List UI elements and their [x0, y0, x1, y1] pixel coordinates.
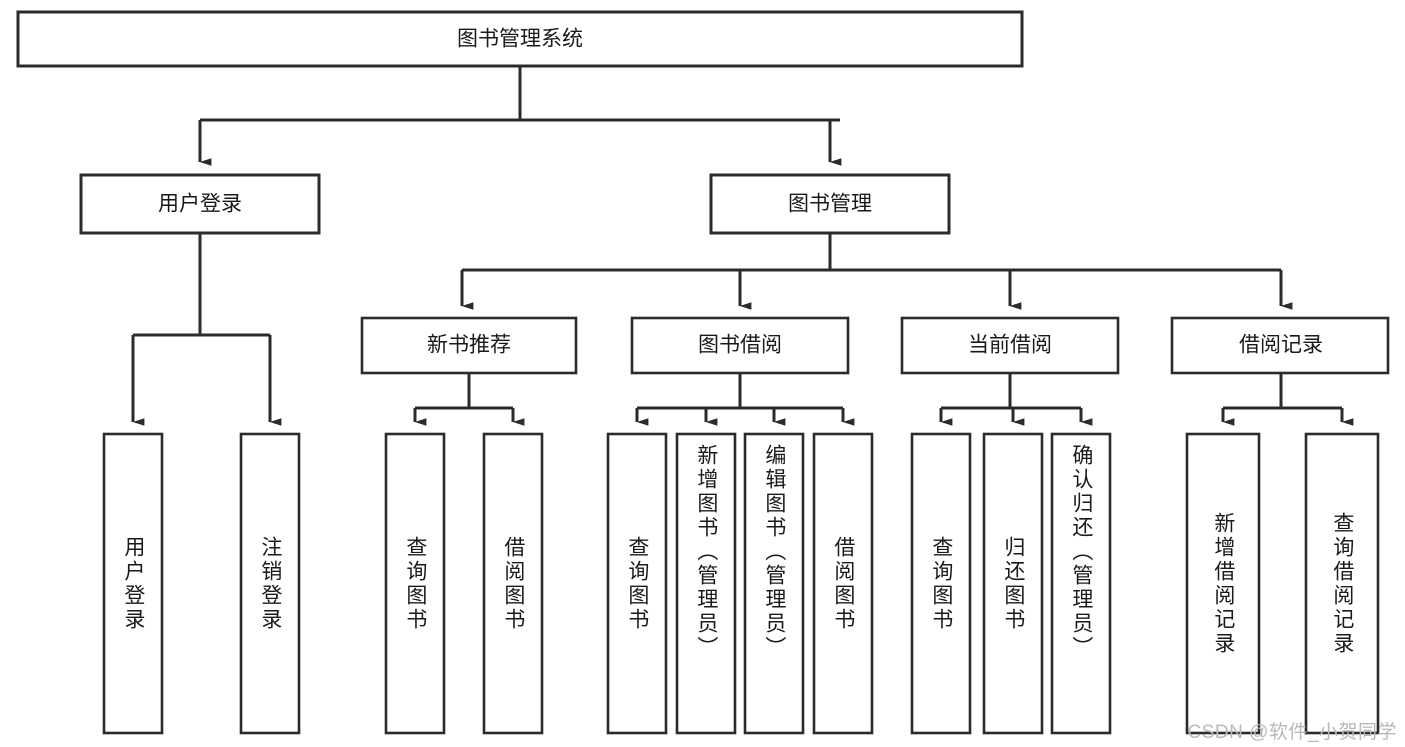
- connector-group-root: [198, 66, 842, 166]
- node-book-borrow-box[interactable]: [630, 316, 850, 375]
- node-user-login-box[interactable]: [79, 173, 321, 235]
- connector-group-new-book-recommend: [413, 373, 525, 426]
- leaf-box-query-record[interactable]: [1304, 432, 1380, 735]
- leaf-box-add-book[interactable]: [675, 432, 737, 735]
- node-borrow-record-label: 借阅记录: [1239, 334, 1323, 357]
- node-root-box[interactable]: [16, 10, 1024, 68]
- node-current-borrow-label: 当前借阅: [968, 334, 1052, 357]
- leaf-box-return-book[interactable]: [982, 432, 1044, 735]
- connector-group-current-borrow: [939, 373, 1093, 426]
- node-current-borrow-box[interactable]: [900, 316, 1120, 375]
- node-book-management-label: 图书管理: [788, 193, 872, 216]
- node-borrow-record-box[interactable]: [1170, 316, 1390, 375]
- node-current-borrow[interactable]: 当前借阅: [900, 316, 1120, 375]
- leaf-box-edit-book[interactable]: [743, 432, 805, 735]
- node-book-borrow-label: 图书借阅: [698, 334, 782, 357]
- leaf-box-query-book-2[interactable]: [606, 432, 668, 735]
- node-borrow-record[interactable]: 借阅记录: [1170, 316, 1390, 375]
- leaf-box-query-book-3[interactable]: [910, 432, 972, 735]
- leaf-boxes: [102, 432, 1380, 735]
- node-user-login-label: 用户登录: [158, 193, 242, 216]
- watermark-text: CSDN @软件_小贺同学: [1187, 722, 1397, 743]
- node-book-borrow[interactable]: 图书借阅: [630, 316, 850, 375]
- connector-group-book-borrow: [635, 373, 855, 426]
- node-root-label: 图书管理系统: [457, 28, 583, 51]
- node-new-book-recommend[interactable]: 新书推荐: [360, 316, 578, 375]
- node-user-login[interactable]: 用户登录: [79, 173, 321, 235]
- node-book-management[interactable]: 图书管理: [709, 173, 951, 235]
- node-root[interactable]: 图书管理系统: [16, 10, 1024, 68]
- connector-group-borrow-record: [1221, 373, 1354, 426]
- node-new-book-recommend-label: 新书推荐: [427, 334, 511, 357]
- leaf-box-query-book-1[interactable]: [384, 432, 446, 735]
- node-new-book-recommend-box[interactable]: [360, 316, 578, 375]
- leaf-box-user-login[interactable]: [102, 432, 164, 735]
- connector-group-user-login: [131, 233, 282, 426]
- leaf-box-add-record[interactable]: [1185, 432, 1261, 735]
- leaf-box-confirm-return[interactable]: [1050, 432, 1112, 735]
- connector-group-book-management: [460, 233, 1293, 310]
- node-book-management-box[interactable]: [709, 173, 951, 235]
- leaf-box-borrow-book-2[interactable]: [812, 432, 874, 735]
- leaf-box-logout[interactable]: [239, 432, 301, 735]
- leaf-box-borrow-book-1[interactable]: [482, 432, 544, 735]
